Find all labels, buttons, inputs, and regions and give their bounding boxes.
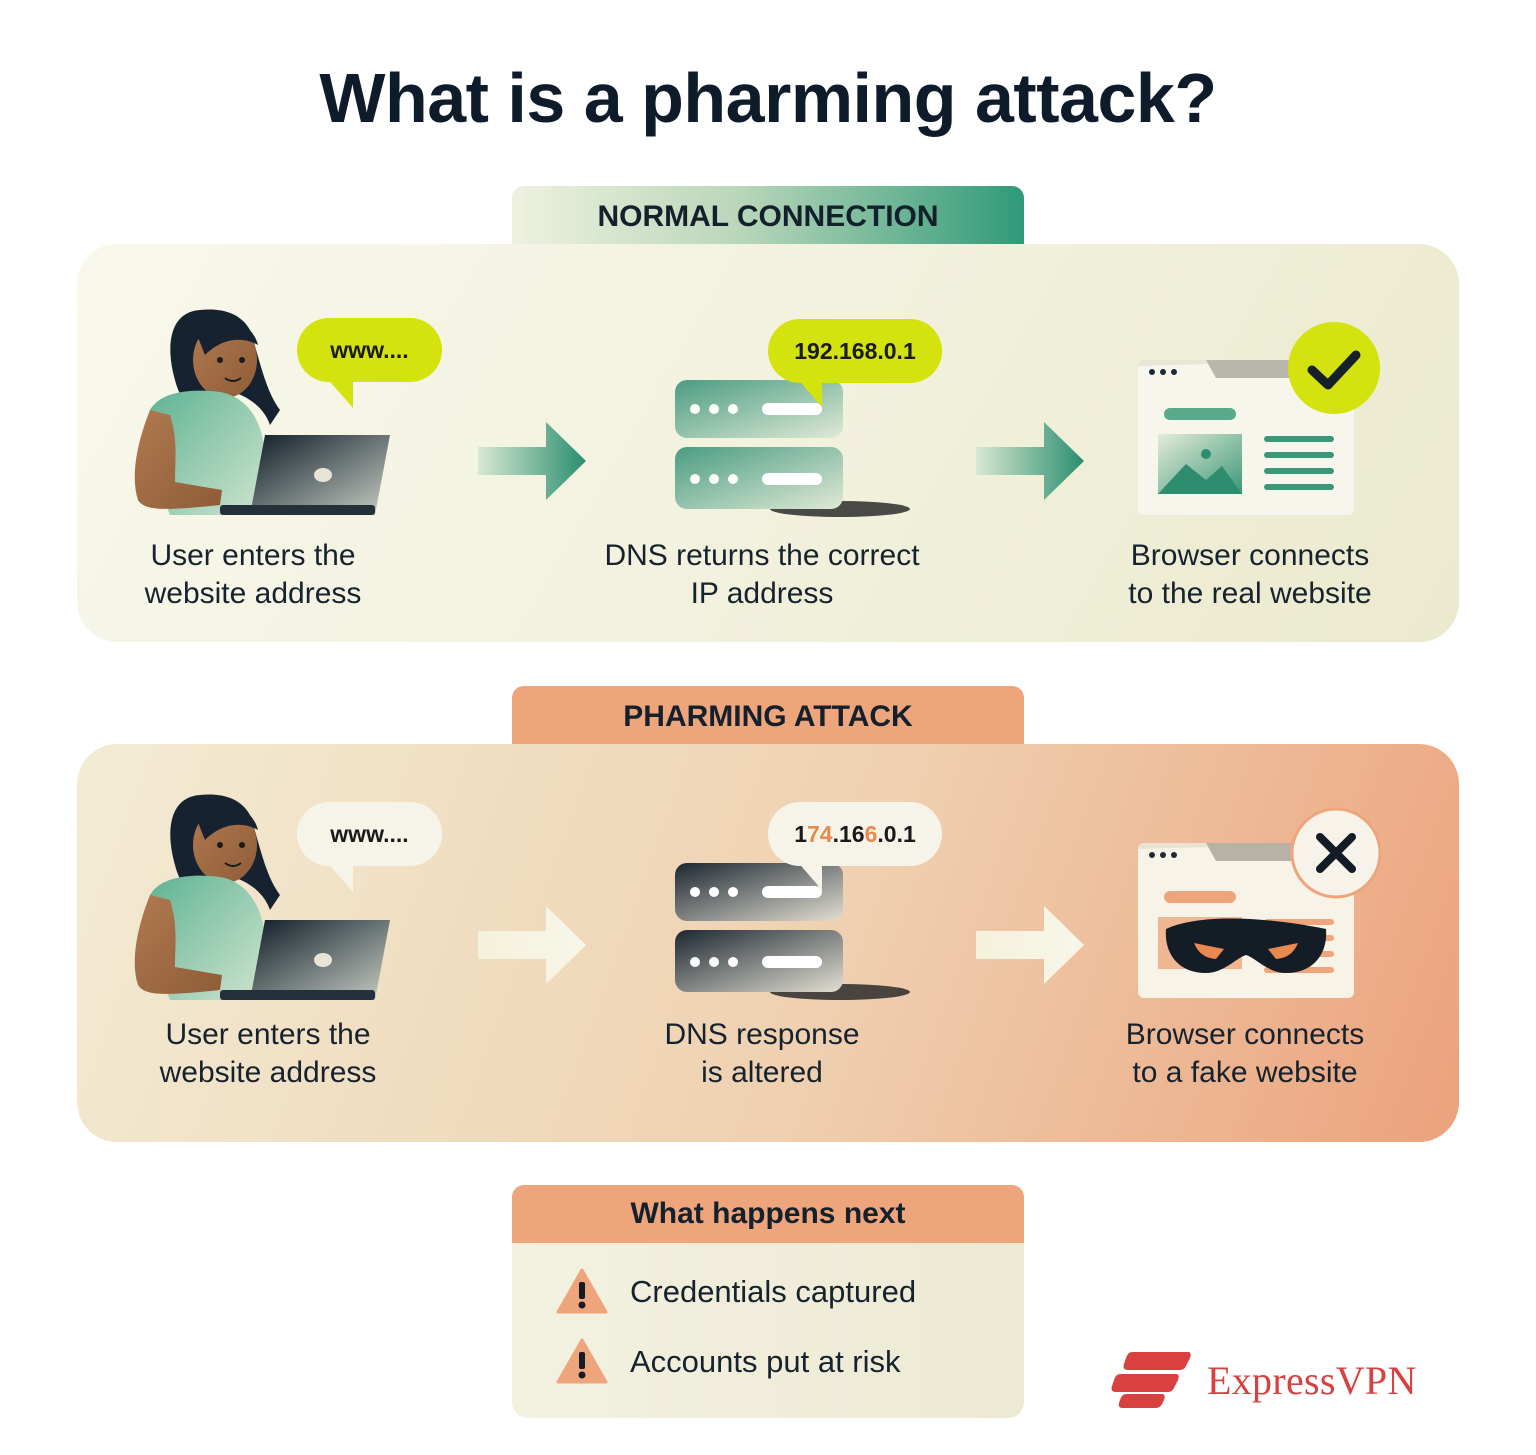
dns-server-icon — [675, 863, 910, 1000]
step-caption-user: User enters the website address — [118, 1016, 418, 1092]
caption-line: User enters the — [150, 539, 356, 572]
ip-part: 1 — [794, 821, 808, 847]
caption-line: website address — [159, 1056, 377, 1089]
normal-connection-tab: NORMAL CONNECTION — [512, 186, 1024, 248]
arrow-right-icon — [478, 422, 586, 500]
bubble-tail — [796, 377, 822, 407]
browser-window-icon — [1138, 322, 1380, 515]
ip-part: .0.1 — [877, 821, 916, 847]
bubble-tail — [325, 860, 353, 892]
ip-part-altered: 74 — [807, 821, 833, 847]
bubble-ip-text: 192.168.0.1 — [794, 338, 916, 364]
caption-line: is altered — [701, 1056, 823, 1089]
arrow-right-icon — [478, 906, 586, 984]
what-happens-next-heading: What happens next — [512, 1185, 1024, 1243]
arrow-right-icon — [976, 422, 1084, 500]
ip-speech-bubble: 174.166.0.1 — [768, 802, 942, 866]
bubble-tail — [325, 376, 353, 408]
caption-line: DNS response — [664, 1018, 860, 1051]
user-laptop-illustration — [134, 794, 390, 1000]
next-item: Credentials captured — [630, 1274, 917, 1309]
url-speech-bubble: www.... — [297, 318, 442, 382]
caption-line: User enters the — [165, 1018, 371, 1051]
arrow-right-icon — [976, 906, 1084, 984]
mask-icon — [1165, 918, 1327, 973]
bubble-url-text: www.... — [330, 821, 409, 847]
url-speech-bubble: www.... — [297, 802, 442, 866]
checkmark-icon — [1307, 350, 1361, 390]
step-caption-browser: Browser connects to a fake website — [1090, 1016, 1400, 1092]
bubble-tail — [796, 860, 822, 890]
pharming-attack-tab: PHARMING ATTACK — [512, 686, 1024, 748]
page-title: What is a pharming attack? — [319, 59, 1217, 137]
caption-line: IP address — [690, 577, 834, 610]
step-caption-dns: DNS returns the correct IP address — [582, 537, 942, 613]
fake-browser-window-icon — [1138, 807, 1382, 998]
what-happens-next-box — [512, 1243, 1024, 1418]
brand-name: ExpressVPN — [1207, 1358, 1417, 1403]
ip-speech-bubble: 192.168.0.1 — [768, 319, 942, 383]
caption-line: Browser connects — [1130, 539, 1370, 572]
step-caption-dns: DNS response is altered — [582, 1016, 942, 1092]
step-caption-user: User enters the website address — [103, 537, 403, 613]
next-item: Accounts put at risk — [630, 1344, 901, 1379]
caption-line: DNS returns the correct — [604, 539, 920, 572]
expressvpn-logo-icon — [1111, 1352, 1191, 1408]
caption-line: to the real website — [1128, 577, 1372, 610]
step-caption-browser: Browser connects to the real website — [1095, 537, 1405, 613]
warning-icon — [556, 1268, 608, 1314]
caption-line: Browser connects — [1125, 1018, 1365, 1051]
warning-icon — [556, 1338, 608, 1384]
ip-part: .16 — [832, 821, 865, 847]
ip-part-altered: 6 — [864, 821, 878, 847]
x-mark-icon — [1316, 833, 1356, 873]
bubble-url-text: www.... — [330, 337, 409, 363]
dns-server-icon — [675, 380, 910, 517]
caption-line: website address — [144, 577, 362, 610]
user-laptop-illustration — [134, 309, 390, 515]
caption-line: to a fake website — [1132, 1056, 1358, 1089]
